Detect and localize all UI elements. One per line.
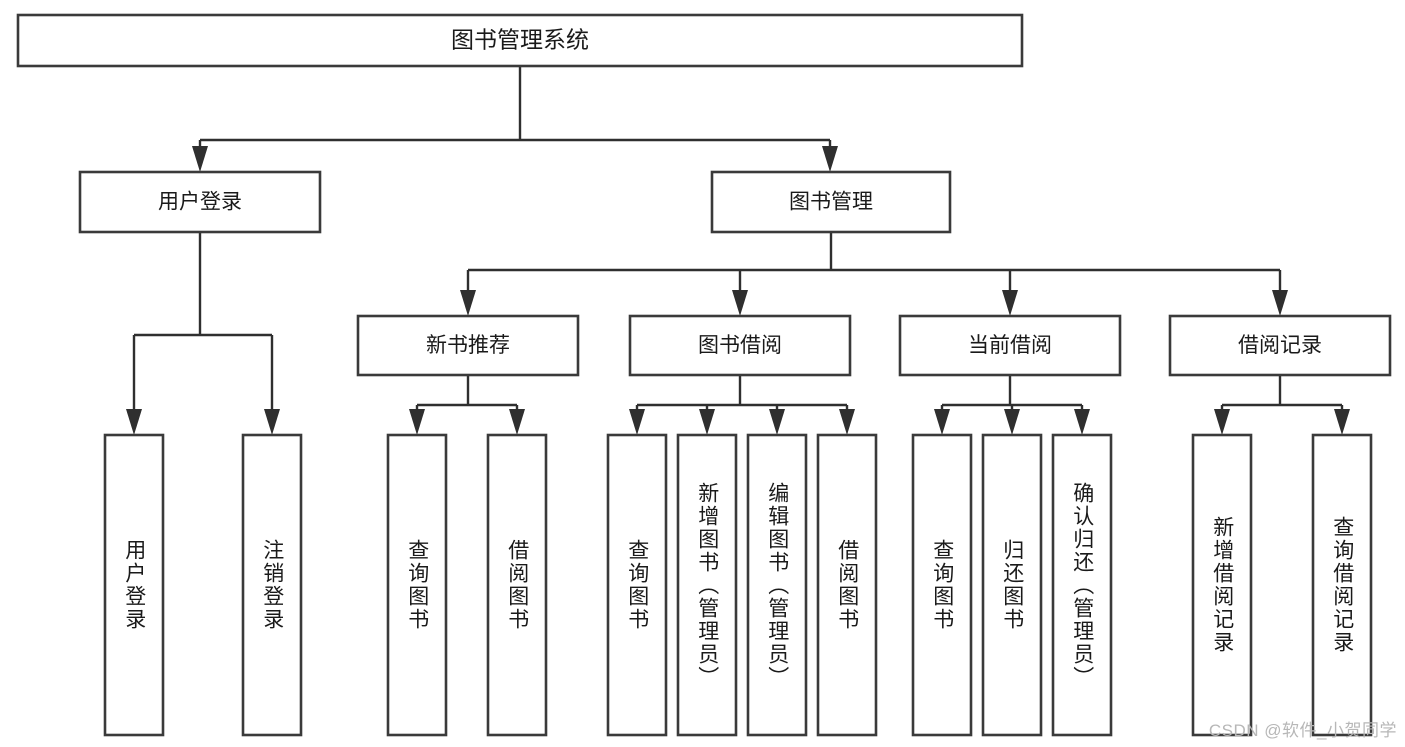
node-box-leaf-add-borrow-record[interactable] — [1191, 433, 1253, 737]
node-box-leaf-return-book[interactable] — [981, 433, 1043, 737]
node-box-borrow-records[interactable] — [1168, 314, 1392, 377]
arrow-head-icon — [934, 409, 950, 435]
node-box-layer — [16, 13, 1392, 737]
node-box-current-borrow[interactable] — [898, 314, 1122, 377]
arrow-head-icon — [1004, 409, 1020, 435]
node-label-user-login: 用户登录 — [158, 191, 242, 214]
node-box-book-borrow[interactable] — [628, 314, 852, 377]
node-box-leaf-borrow-book-recommend[interactable] — [486, 433, 548, 737]
arrow-head-icon — [732, 290, 748, 316]
arrow-head-icon — [1272, 290, 1288, 316]
arrow-head-icon — [629, 409, 645, 435]
watermark-text: CSDN @软件_小贺同学 — [1208, 721, 1397, 740]
node-box-leaf-query-book-borrow[interactable] — [606, 433, 668, 737]
node-box-leaf-query-book-recommend[interactable] — [386, 433, 448, 737]
arrow-head-icon — [1074, 409, 1090, 435]
node-box-root[interactable] — [16, 13, 1024, 68]
arrow-head-icon — [264, 409, 280, 435]
arrow-head-icon — [1214, 409, 1230, 435]
arrow-head-icon — [769, 409, 785, 435]
node-box-leaf-logout[interactable] — [241, 433, 303, 737]
node-label-borrow-records: 借阅记录 — [1238, 334, 1322, 357]
arrow-head-icon — [699, 409, 715, 435]
node-label-root: 图书管理系统 — [451, 27, 589, 53]
arrow-head-icon — [1334, 409, 1350, 435]
arrow-head-icon — [1002, 290, 1018, 316]
node-label-book-management: 图书管理 — [789, 191, 873, 214]
arrow-head-icon — [509, 409, 525, 435]
node-box-leaf-confirm-return[interactable] — [1051, 433, 1113, 737]
arrow-head-icon — [126, 409, 142, 435]
node-box-leaf-edit-book[interactable] — [746, 433, 808, 737]
node-label-book-borrow: 图书借阅 — [698, 334, 782, 357]
node-label-new-book-recommend: 新书推荐 — [426, 334, 510, 357]
node-box-book-management[interactable] — [710, 170, 952, 234]
node-box-leaf-user-login[interactable] — [103, 433, 165, 737]
node-box-leaf-query-borrow-record[interactable] — [1311, 433, 1373, 737]
node-box-leaf-add-book[interactable] — [676, 433, 738, 737]
node-box-leaf-query-book-current[interactable] — [911, 433, 973, 737]
node-box-leaf-borrow-book[interactable] — [816, 433, 878, 737]
node-box-user-login[interactable] — [78, 170, 322, 234]
node-box-new-book-recommend[interactable] — [356, 314, 580, 377]
arrow-head-icon — [460, 290, 476, 316]
arrow-head-icon — [839, 409, 855, 435]
arrow-head-icon — [409, 409, 425, 435]
node-label-current-borrow: 当前借阅 — [968, 334, 1052, 357]
connector-layer — [126, 66, 1350, 435]
arrow-head-icon — [822, 146, 838, 172]
arrow-head-icon — [192, 146, 208, 172]
